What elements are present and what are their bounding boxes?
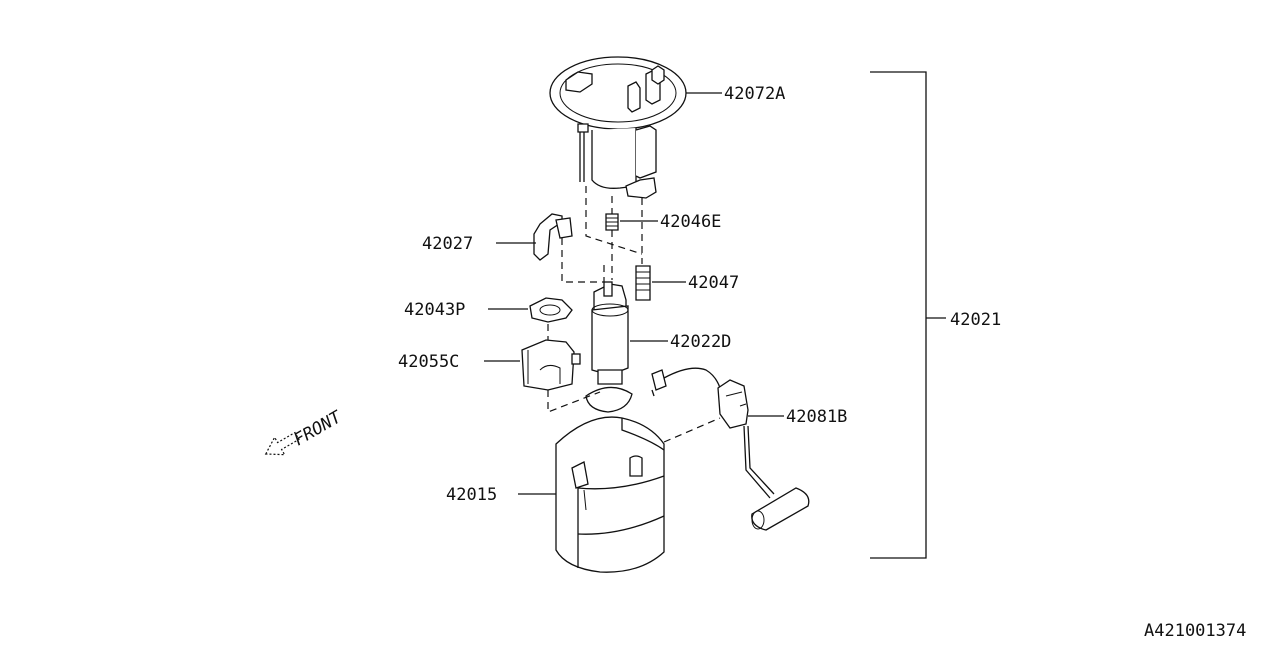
front-arrow-icon bbox=[264, 431, 300, 456]
label-42072A: 42072A bbox=[724, 84, 785, 104]
label-42022D: 42022D bbox=[670, 332, 731, 352]
label-42015: 42015 bbox=[446, 485, 497, 505]
label-42081B: 42081B bbox=[786, 407, 847, 427]
hose-42047 bbox=[635, 265, 651, 301]
assembly-dashed-lines bbox=[547, 186, 721, 443]
level-sender-42081B bbox=[651, 367, 810, 531]
fuel-pump-42022D bbox=[585, 281, 633, 413]
label-42043P: 42043P bbox=[404, 300, 465, 320]
label-42055C: 42055C bbox=[398, 352, 459, 372]
holder-42055C bbox=[521, 339, 581, 391]
label-42046E: 42046E bbox=[660, 212, 721, 232]
assembly-bracket-42021 bbox=[870, 71, 946, 559]
label-42027: 42027 bbox=[422, 234, 473, 254]
clip-42027 bbox=[533, 213, 573, 261]
retainer-42043P bbox=[529, 297, 573, 323]
diagram-id: A421001374 bbox=[1144, 621, 1246, 640]
front-label: FRONT bbox=[291, 407, 347, 451]
reservoir-42015 bbox=[555, 416, 665, 573]
label-42021: 42021 bbox=[950, 310, 1001, 330]
label-42047: 42047 bbox=[688, 273, 739, 293]
fitting-42046E bbox=[605, 213, 619, 231]
flange-plate-42072A bbox=[549, 56, 687, 199]
